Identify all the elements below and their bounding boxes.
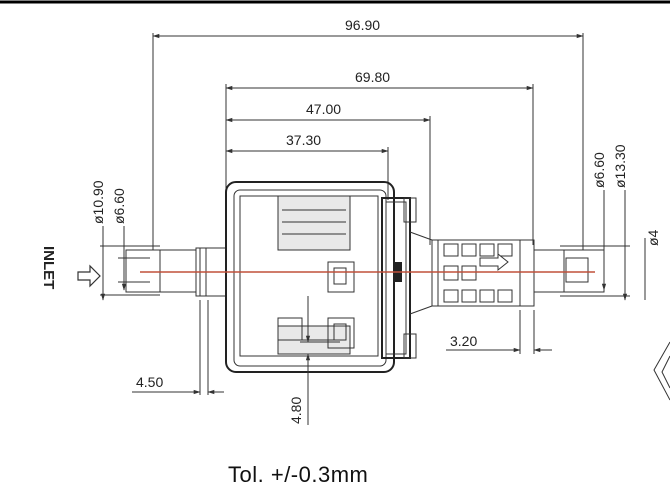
housing-outer: [225, 181, 395, 373]
dim-outlet-partial: ø4: [645, 229, 661, 246]
dimension-terminal: 4.80: [288, 296, 340, 425]
flange: [381, 197, 411, 359]
dimension-outlet-gap: 3.20: [446, 310, 552, 354]
inlet-label: INLET: [40, 246, 57, 289]
dim-length-37: 37.30: [286, 132, 321, 148]
outlet-body: [431, 239, 535, 307]
dimension-outlet-diameters: ø6.60 ø13.30 ø4: [560, 144, 661, 301]
dim-terminal-height: 4.80: [288, 397, 304, 424]
terminal-bottom: [327, 317, 355, 349]
inlet-nozzle: [125, 249, 197, 293]
dim-length-47: 47.00: [306, 101, 341, 117]
dim-overall-length: 96.90: [345, 17, 380, 33]
tolerance-note: Tol. +/-0.3mm: [228, 462, 369, 487]
terminal-top: [327, 261, 355, 293]
inlet-arrow-icon: [77, 264, 101, 288]
dimension-inlet-diameters: ø10.90 ø6.60: [90, 180, 160, 301]
partial-side-view: [653, 341, 670, 401]
dim-inlet-stub: 4.50: [136, 374, 163, 390]
dim-body-length: 69.80: [355, 69, 390, 85]
outlet-nozzle: [533, 249, 605, 293]
outlet-ribs: [443, 243, 513, 303]
dim-outlet-inner-dia: ø6.60: [591, 152, 607, 188]
dimension-47: 47.00: [225, 101, 431, 245]
dimension-overall: 96.90: [152, 17, 584, 250]
flow-arrow-icon: [479, 252, 509, 272]
dim-inlet-outer-dia: ø10.90: [90, 180, 106, 224]
coil-top: [277, 195, 351, 251]
pump-body: [125, 181, 605, 373]
inlet-indicator: INLET: [40, 246, 101, 289]
dim-inlet-inner-dia: ø6.60: [111, 188, 127, 224]
dimension-37: 37.30: [225, 132, 389, 200]
dim-outlet-outer-dia: ø13.30: [612, 144, 628, 188]
dim-outlet-gap: 3.20: [450, 333, 477, 349]
dimension-inlet-stub: 4.50: [132, 300, 224, 395]
dimension-body: 69.80: [225, 69, 534, 245]
